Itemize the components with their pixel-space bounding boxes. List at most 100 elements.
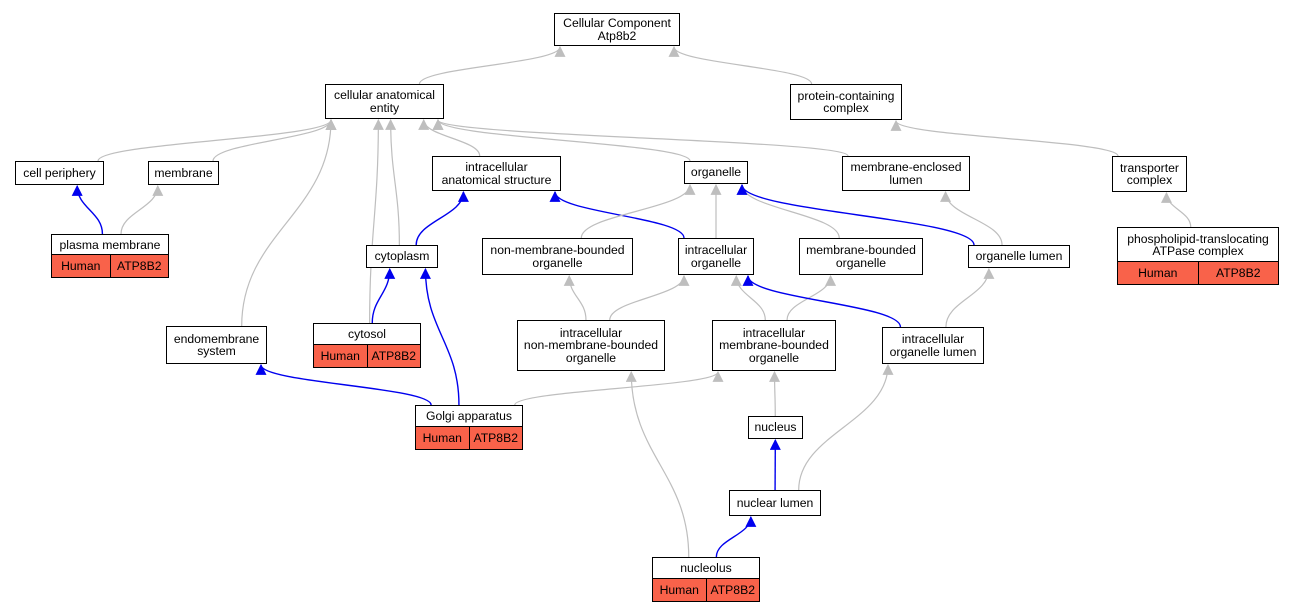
node-label: non-membrane-bounded organelle [490, 243, 625, 270]
annotation-species: Human [1118, 262, 1198, 284]
node-label: nucleus [754, 420, 797, 435]
edge-is_a-intracellular-non-membrane-bounded-organelle-to-intracellular-organelle [609, 274, 690, 321]
edge-part_of-golgi-apparatus-to-endomembrane-system [255, 363, 432, 406]
annotation-species: Human [653, 579, 706, 601]
edge-is_a-phospholipid-translocating-atpase-complex-to-transporter-complex [1160, 191, 1192, 228]
edge-part_of-golgi-apparatus-to-cytoplasm [419, 267, 460, 406]
node-label: transporter complex [1120, 160, 1179, 187]
edge-is_a-membrane-bounded-organelle-to-organelle [736, 183, 840, 239]
edge-is_a-cytoplasm-to-cellular-anatomical-entity [385, 118, 400, 246]
edge-part_of-nucleolus-to-nuclear-lumen [715, 515, 757, 558]
edge-is_a-nucleolus-to-intracellular-non-membrane-bounded-organelle [625, 370, 690, 558]
annotation-gene: ATP8B2 [109, 255, 168, 277]
node-nucleus[interactable]: nucleus [748, 416, 803, 439]
node-nuclear-lumen[interactable]: nuclear lumen [729, 490, 821, 516]
node-cytoplasm[interactable]: cytoplasm [366, 245, 438, 268]
edge-is_a-intracellular-anatomical-structure-to-cellular-anatomical-entity [418, 118, 481, 157]
node-label: Golgi apparatus [425, 409, 513, 424]
node-intracellular-organelle[interactable]: intracellular organelle [678, 238, 754, 275]
node-label: intracellular anatomical structure [441, 160, 552, 187]
node-cellular-anatomical-entity[interactable]: cellular anatomical entity [325, 84, 444, 119]
annotation-gene: ATP8B2 [1197, 262, 1278, 284]
edge-is_a-nuclear-lumen-to-intracellular-organelle-lumen [798, 363, 894, 491]
node-label: organelle lumen [975, 249, 1063, 264]
annotation-gene: ATP8B2 [468, 427, 522, 449]
node-intracellular-membrane-bounded-organelle[interactable]: intracellular membrane-bounded organelle [712, 320, 836, 371]
annotation-gene: ATP8B2 [366, 345, 420, 367]
edge-is_a-transporter-complex-to-protein-containing-complex [890, 119, 1119, 157]
edge-is_a-cytosol-to-cellular-anatomical-entity [369, 118, 384, 324]
annotation-gene: ATP8B2 [705, 579, 759, 601]
edge-is_a-cell-periphery-to-cellular-anatomical-entity [97, 118, 337, 162]
node-organelle-lumen[interactable]: organelle lumen [968, 245, 1070, 268]
node-intracellular-non-membrane-bounded-organelle[interactable]: intracellular non-membrane-bounded organ… [517, 320, 665, 371]
annotation-species: Human [416, 427, 469, 449]
node-intracellular-anatomical-structure[interactable]: intracellular anatomical structure [432, 156, 561, 191]
edge-part_of-intracellular-organelle-to-intracellular-anatomical-structure [549, 190, 685, 239]
node-intracellular-organelle-lumen[interactable]: intracellular organelle lumen [882, 327, 984, 364]
node-label: cellular anatomical entity [334, 88, 435, 115]
edge-part_of-plasma-membrane-to-cell-periphery [71, 184, 104, 235]
edge-is_a-cellular-anatomical-entity-to-cellular-component [418, 45, 566, 85]
node-transporter-complex[interactable]: transporter complex [1112, 156, 1187, 192]
edge-part_of-organelle-lumen-to-organelle [736, 183, 975, 246]
node-endomembrane-system[interactable]: endomembrane system [166, 326, 267, 364]
edge-is_a-protein-containing-complex-to-cellular-component [668, 45, 813, 85]
edge-is_a-membrane-to-cellular-anatomical-entity [212, 118, 337, 162]
edge-is_a-endomembrane-system-to-cellular-anatomical-entity [241, 118, 337, 327]
edge-is_a-nucleus-to-intracellular-membrane-bounded-organelle [769, 370, 781, 417]
edge-part_of-cytoplasm-to-intracellular-anatomical-structure [415, 190, 469, 246]
edge-part_of-intracellular-organelle-lumen-to-intracellular-organelle [742, 274, 902, 328]
annotation-species: Human [314, 345, 367, 367]
node-label: membrane-enclosed lumen [850, 160, 962, 187]
edge-is_a-intracellular-membrane-bounded-organelle-to-intracellular-organelle [730, 274, 766, 321]
node-label: membrane [154, 165, 213, 180]
node-label: membrane-bounded organelle [806, 243, 916, 270]
node-label: Cellular Component Atp8b2 [563, 16, 671, 43]
node-organelle[interactable]: organelle [684, 161, 748, 184]
edge-is_a-organelle-lumen-to-membrane-enclosed-lumen [940, 190, 1003, 246]
node-label: cytoplasm [374, 249, 430, 264]
node-phospholipid-translocating-atpase-complex[interactable]: phospholipid-translocating ATPase comple… [1117, 227, 1279, 285]
edge-is_a-plasma-membrane-to-membrane [120, 184, 164, 235]
node-membrane-enclosed-lumen[interactable]: membrane-enclosed lumen [842, 156, 970, 191]
annotation-species: Human [52, 255, 110, 277]
edge-is_a-golgi-apparatus-to-intracellular-membrane-bounded-organelle [514, 370, 724, 406]
node-protein-containing-complex[interactable]: protein-containing complex [790, 84, 902, 120]
node-label: nuclear lumen [736, 495, 814, 510]
node-non-membrane-bounded-organelle[interactable]: non-membrane-bounded organelle [482, 238, 633, 275]
node-label: intracellular non-membrane-bounded organ… [523, 325, 659, 365]
node-cell-periphery[interactable]: cell periphery [15, 161, 104, 185]
node-label: endomembrane system [173, 331, 260, 358]
edge-is_a-intracellular-non-membrane-bounded-organelle-to-non-membrane-bounded-organelle [563, 274, 587, 321]
node-membrane[interactable]: membrane [148, 161, 219, 185]
node-label: protein-containing complex [797, 88, 895, 115]
node-label: nucleolus [680, 561, 732, 576]
edge-is_a-intracellular-organelle-lumen-to-organelle-lumen [945, 267, 995, 328]
node-label: organelle [690, 165, 742, 180]
edge-is_a-non-membrane-bounded-organelle-to-organelle [580, 183, 696, 239]
node-label: intracellular organelle lumen [889, 332, 977, 359]
edge-part_of-cytosol-to-cytoplasm [371, 267, 396, 324]
node-label: plasma membrane [59, 237, 161, 252]
node-label: intracellular organelle [684, 243, 748, 270]
node-label: intracellular membrane-bounded organelle [719, 325, 829, 365]
node-membrane-bounded-organelle[interactable]: membrane-bounded organelle [799, 238, 923, 275]
edge-is_a-membrane-enclosed-lumen-to-cellular-anatomical-entity [432, 118, 849, 157]
node-cellular-component[interactable]: Cellular Component Atp8b2 [554, 13, 680, 46]
node-label: phospholipid-translocating ATPase comple… [1127, 231, 1269, 258]
node-label: cytosol [348, 327, 386, 342]
edge-is_a-organelle-to-cellular-anatomical-entity [432, 118, 691, 162]
node-label: cell periphery [23, 165, 96, 180]
